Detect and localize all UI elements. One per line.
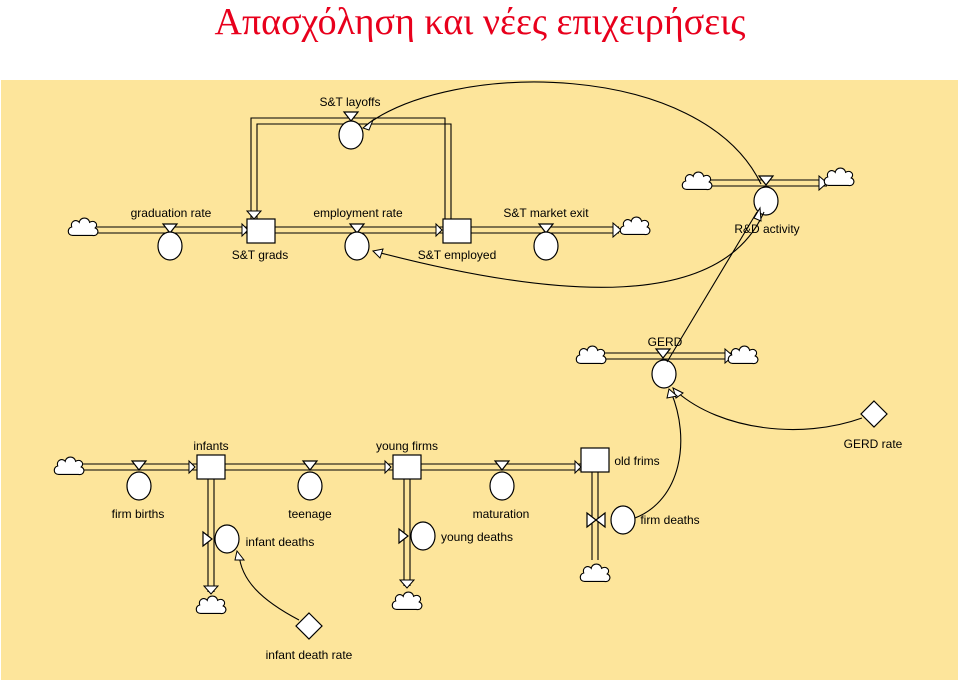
connector-arrow [634, 391, 682, 519]
maturation-label: maturation [473, 507, 530, 521]
gerd-valve [651, 348, 677, 389]
st-grads-label: S&T grads [232, 248, 288, 262]
young-firms-stock [392, 454, 422, 480]
source-cloud-icon [53, 456, 85, 476]
st-grads-stock [246, 218, 276, 244]
sink-cloud-icon [579, 563, 611, 583]
sink-cloud-icon [195, 595, 227, 615]
employment-rate-valve [344, 223, 370, 261]
rd-activity-valve [753, 175, 779, 216]
st-layoffs-label: S&T layoffs [320, 95, 381, 109]
connector-arrow [676, 391, 863, 431]
sink-cloud-icon [727, 345, 759, 365]
gerd-label: GERD [648, 335, 683, 349]
firm-deaths-label: firm deaths [640, 513, 699, 527]
sink-cloud-icon [823, 167, 855, 187]
infants-label: infants [193, 439, 228, 453]
arrow-head [371, 248, 384, 259]
infant-death-rate-diamond [295, 612, 323, 640]
young-firms-label: young firms [376, 439, 438, 453]
maturation-valve [489, 460, 515, 501]
source-cloud-icon [575, 345, 607, 365]
arrow-head [753, 206, 762, 222]
gerd-rate-diamond [860, 400, 888, 428]
firm-births-valve [126, 460, 152, 501]
connector-arrow [364, 81, 762, 185]
infants-stock [196, 454, 226, 480]
st-layoffs-valve [338, 111, 364, 150]
st-market-exit-label: S&T market exit [503, 206, 589, 220]
page-title: Απασχόληση και νέες επιχειρήσεις [214, 1, 746, 43]
firm-deaths-pipe [586, 472, 636, 560]
young-deaths-label: young deaths [441, 530, 513, 544]
gerd-rate-label: GERD rate [844, 437, 903, 451]
connector-arrow [376, 211, 765, 288]
arrow-head [361, 118, 375, 131]
rd-activity-label: R&D activity [734, 222, 799, 236]
stock-flow-diagram: S&T layoffs graduation rate employment r… [53, 81, 903, 662]
connector-arrow [238, 553, 300, 621]
st-employed-stock [442, 218, 472, 244]
old-firms-stock [580, 447, 610, 473]
diagram-canvas: S&T layoffs graduation rate employment r… [1, 80, 958, 680]
sink-cloud-icon [391, 591, 423, 611]
infant-deaths-label: infant deaths [246, 535, 315, 549]
source-cloud-icon [681, 171, 713, 191]
infant-deaths-pipe [202, 479, 240, 595]
graduation-rate-valve [157, 223, 183, 261]
old-frims-label: old frims [614, 454, 659, 468]
graduation-rate-label: graduation rate [131, 206, 212, 220]
infant-death-rate-label: infant death rate [266, 648, 353, 662]
arrow-head [666, 388, 679, 399]
employment-rate-label: employment rate [313, 206, 403, 220]
connector-arrow [666, 211, 758, 363]
teenage-valve [297, 460, 323, 501]
firm-births-label: firm births [112, 507, 165, 521]
teenage-label: teenage [288, 507, 332, 521]
st-employed-label: S&T employed [418, 248, 497, 262]
st-market-exit-valve [533, 223, 559, 261]
sink-cloud-icon [619, 216, 651, 236]
arrow-head [234, 549, 246, 561]
source-cloud-icon [67, 217, 99, 237]
young-deaths-pipe [398, 479, 436, 589]
